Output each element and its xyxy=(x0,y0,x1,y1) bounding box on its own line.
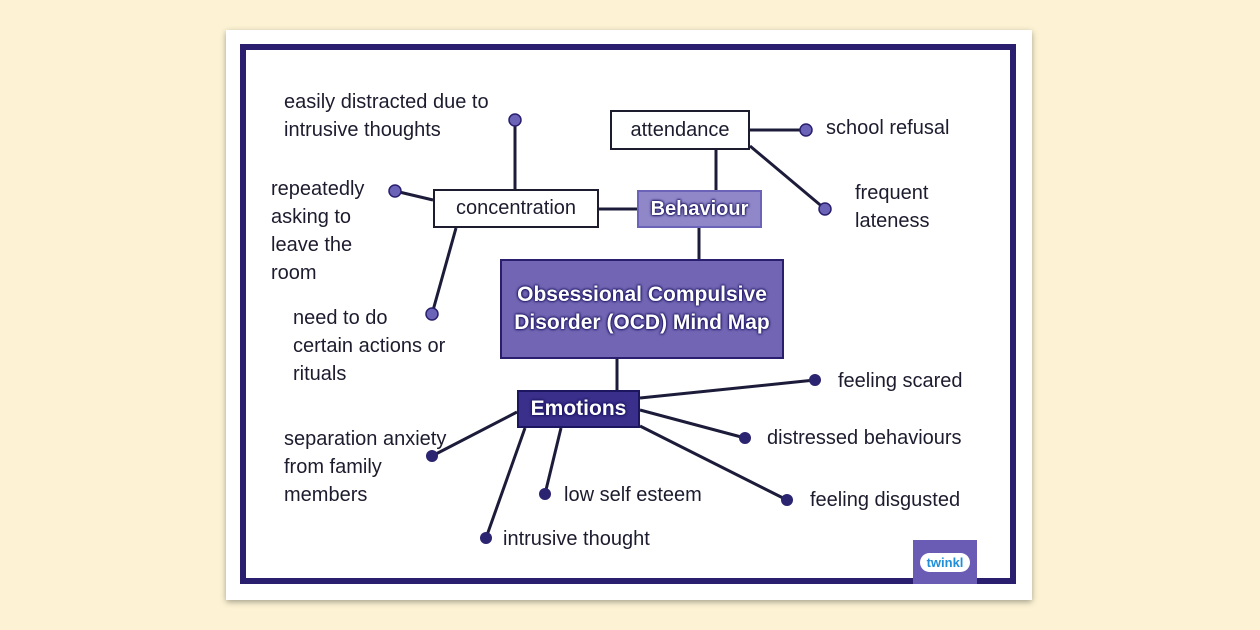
leaf-distressed-behaviours: distressed behaviours xyxy=(767,427,962,449)
node-dot xyxy=(799,123,813,137)
leaf-frequent-lateness: frequent lateness xyxy=(855,182,930,232)
leaf-low-self-esteem: low self esteem xyxy=(564,484,702,506)
frame-border xyxy=(240,44,1016,584)
node-dot xyxy=(508,113,522,127)
leaf-school-refusal: school refusal xyxy=(826,117,950,139)
leaf-asking-to-leave: repeatedly asking to leave the room xyxy=(271,178,365,284)
twinkl-logo: twinkl xyxy=(913,540,977,584)
logo-text: twinkl xyxy=(919,552,971,572)
leaf-feeling-scared: feeling scared xyxy=(838,370,963,392)
behaviour-node: Behaviour xyxy=(637,190,762,228)
leaf-intrusive-thought: intrusive thought xyxy=(503,528,650,550)
node-dot xyxy=(388,184,402,198)
central-topic: Obsessional Compulsive Disorder (OCD) Mi… xyxy=(500,259,784,359)
leaf-actions-rituals: need to do certain actions or rituals xyxy=(293,307,446,385)
attendance-node: attendance xyxy=(610,110,750,150)
leaf-separation-anxiety: separation anxiety from family members xyxy=(284,428,447,506)
node-dot xyxy=(739,432,751,444)
leaf-easily-distracted: easily distracted due to intrusive thoug… xyxy=(284,91,489,141)
node-dot xyxy=(809,374,821,386)
leaf-feeling-disgusted: feeling disgusted xyxy=(810,489,961,511)
node-dot xyxy=(781,494,793,506)
node-dot xyxy=(818,202,832,216)
node-dot xyxy=(480,532,492,544)
node-dot xyxy=(426,450,438,462)
node-dot xyxy=(425,307,439,321)
node-dot xyxy=(539,488,551,500)
concentration-node: concentration xyxy=(433,189,599,228)
emotions-node: Emotions xyxy=(517,390,640,428)
